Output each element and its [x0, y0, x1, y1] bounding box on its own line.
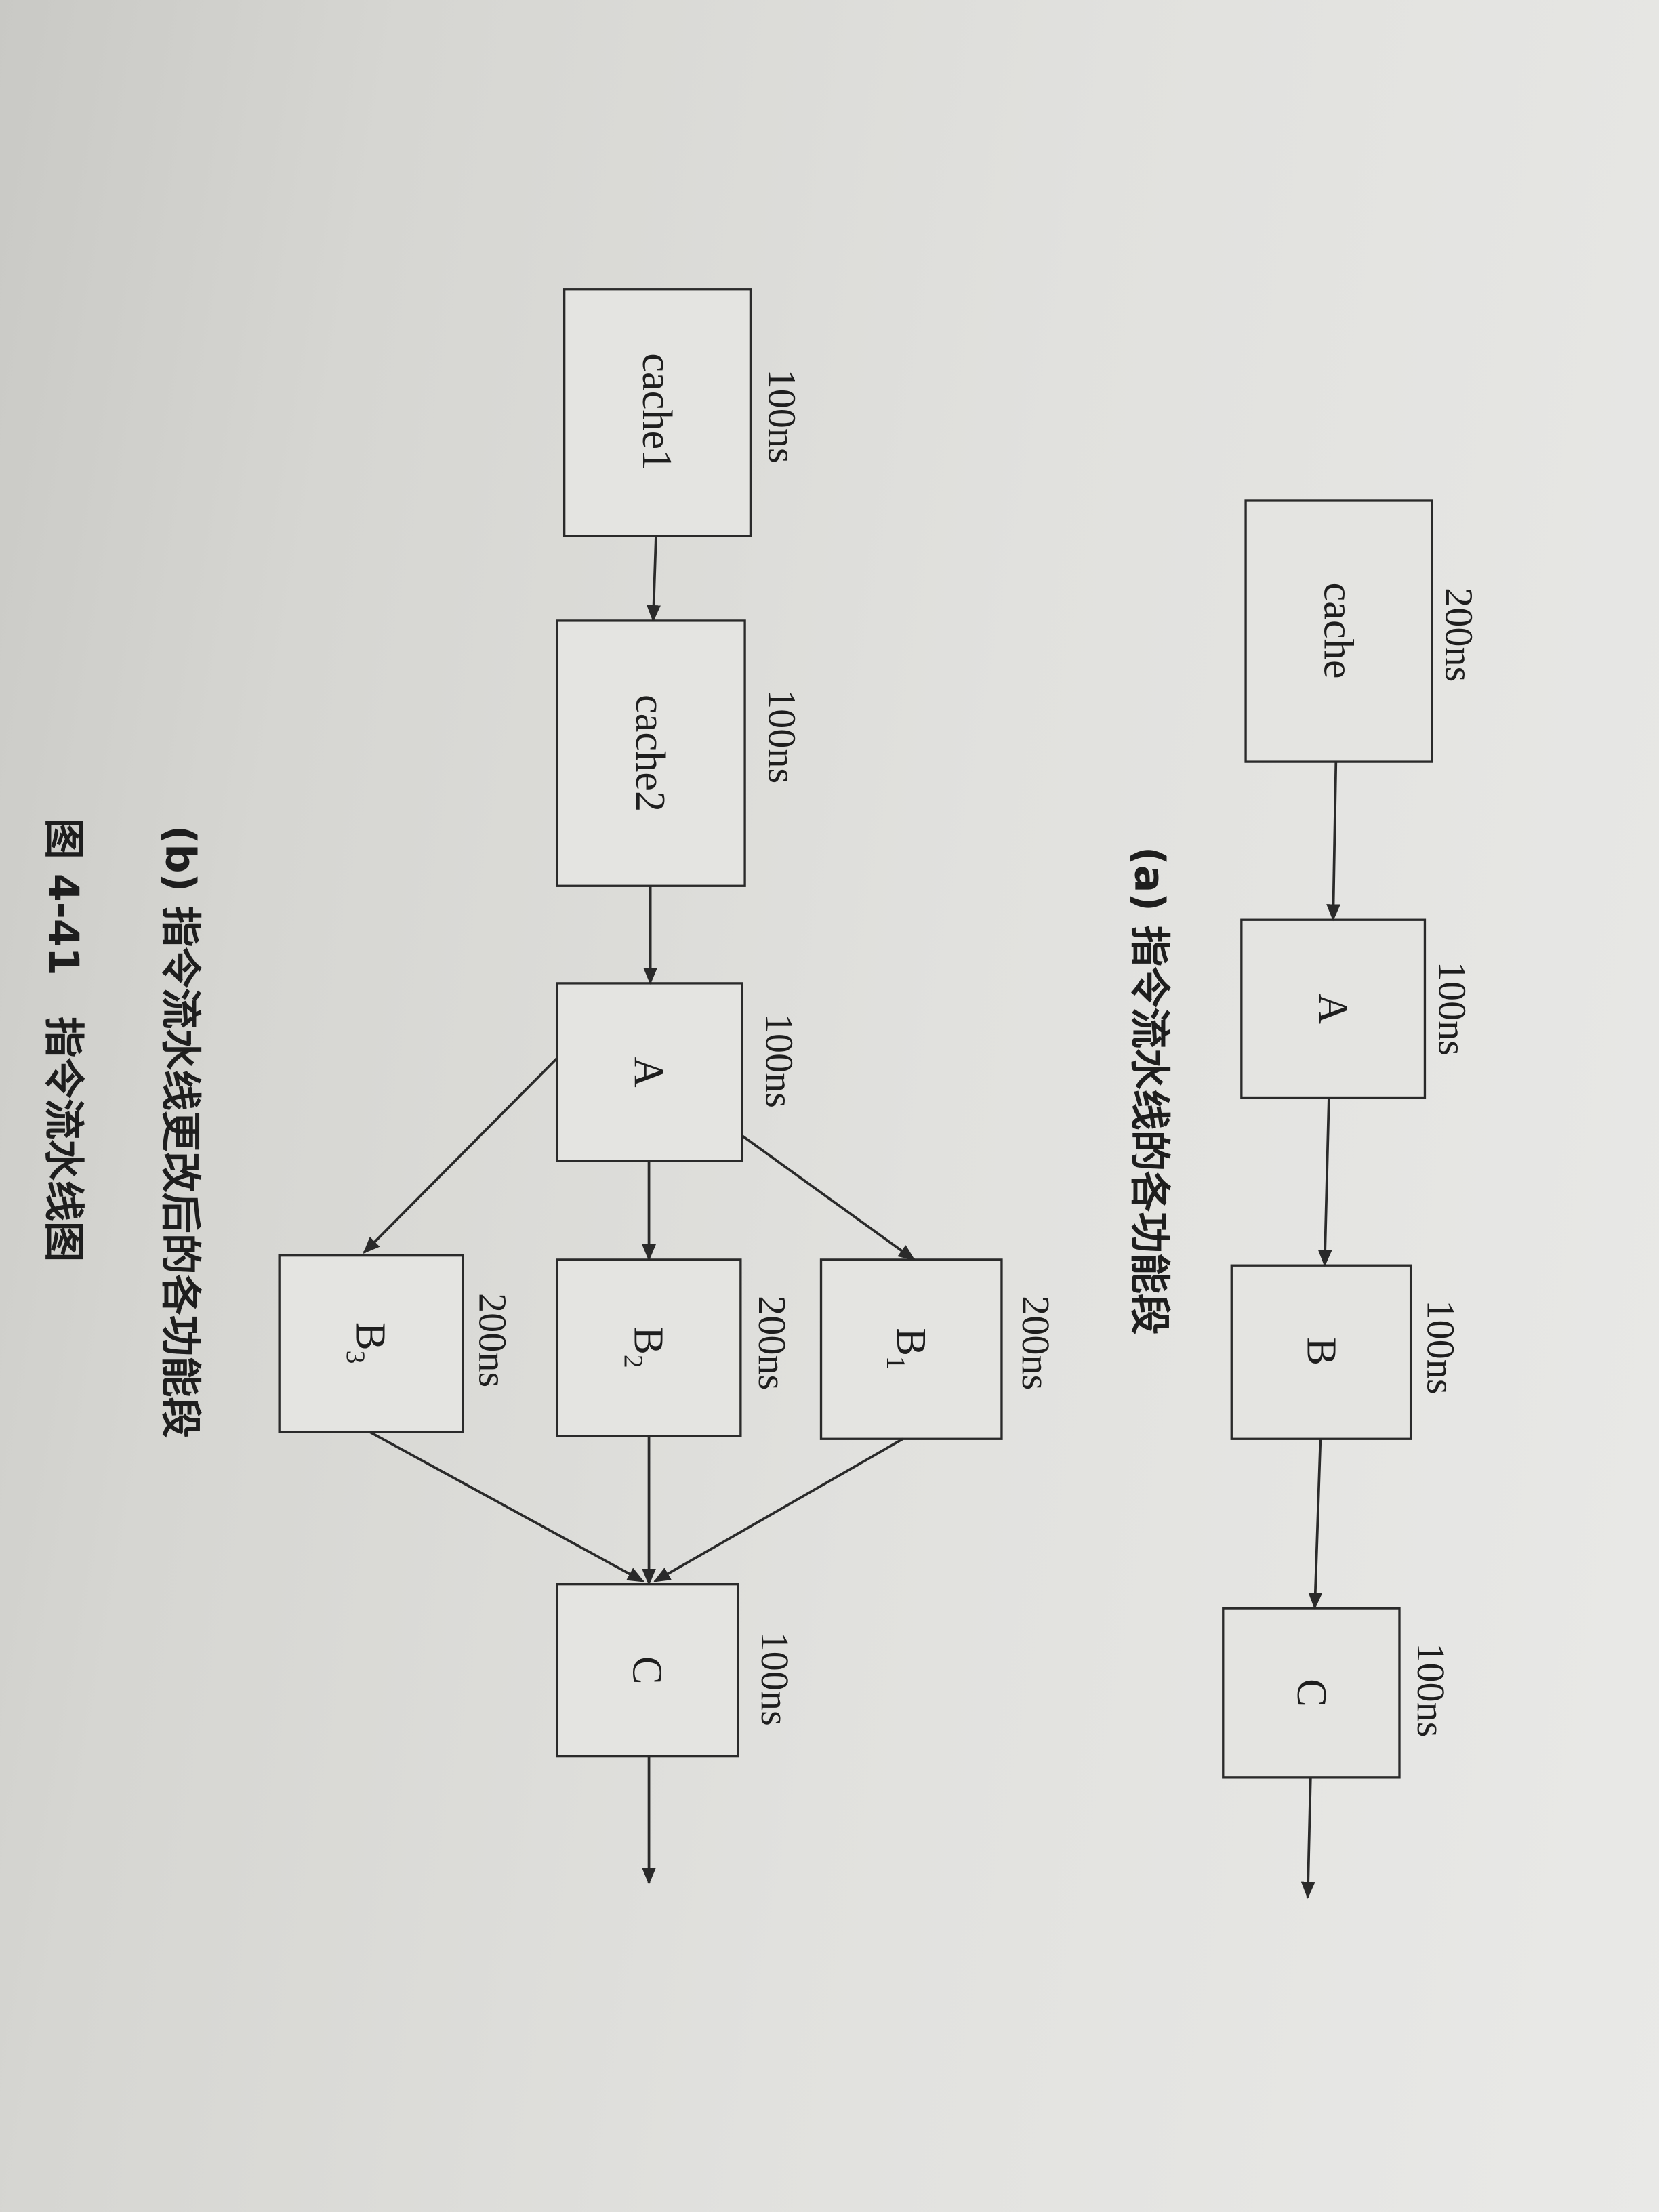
stage-box-c	[556, 1583, 739, 1758]
stage-box-cache2	[556, 619, 746, 887]
stage-box-b3	[278, 1254, 464, 1433]
stage-label: A	[626, 1057, 673, 1087]
stage-time: 100ns	[1409, 1643, 1453, 1737]
arrow	[1308, 1439, 1323, 1610]
stage-label: C	[624, 1656, 672, 1685]
arrow	[741, 1134, 916, 1261]
arrow	[363, 1057, 558, 1254]
stage-label: A	[1309, 994, 1357, 1024]
stage-time: 200ns	[471, 1293, 515, 1387]
stage-box-a	[1240, 918, 1427, 1099]
arrow	[1317, 1097, 1332, 1267]
stage-label: cache2	[627, 695, 674, 812]
stage-label: B3	[341, 1322, 395, 1364]
stage-time: 100ns	[753, 1632, 797, 1726]
arrow	[653, 1437, 904, 1583]
stage-label: cache1	[634, 353, 681, 470]
stage-label: cache	[1315, 582, 1363, 678]
arrow	[647, 535, 661, 622]
arrow	[369, 1431, 645, 1583]
stage-box-b1	[819, 1258, 1003, 1440]
diagram-b: cache1 100ns cache2 100ns A 100ns B1 200…	[157, 288, 1058, 1885]
stage-box-b2	[556, 1258, 742, 1437]
stage-box-cache	[1244, 499, 1433, 763]
stage-time: 100ns	[1419, 1300, 1463, 1394]
caption-b: (b) 指令流水线更改后的各功能段	[157, 825, 204, 1438]
arrow	[1326, 762, 1340, 922]
stage-time: 100ns	[757, 1014, 801, 1108]
diagram-a: cache 200ns A 100ns B 100ns C 100ns (a) …	[1126, 499, 1481, 1899]
stage-box-c	[1222, 1607, 1401, 1779]
stage-time: 100ns	[760, 689, 804, 783]
caption-a: (a) 指令流水线的各功能段	[1126, 846, 1173, 1335]
arrow	[1300, 1777, 1315, 1899]
stage-time: 200ns	[1014, 1296, 1058, 1390]
figure-caption: 图 4-41 指令流水线图	[39, 818, 87, 1262]
stage-box-cache1	[562, 288, 752, 537]
stage-label: B1	[881, 1328, 935, 1369]
stage-time: 200ns	[1437, 588, 1481, 682]
stage-label: C	[1288, 1679, 1336, 1707]
stage-label: B	[1298, 1337, 1346, 1366]
stage-time: 100ns	[1430, 962, 1474, 1056]
stage-time: 200ns	[750, 1296, 794, 1390]
stage-label: B2	[619, 1326, 673, 1368]
stage-time: 100ns	[760, 369, 804, 463]
